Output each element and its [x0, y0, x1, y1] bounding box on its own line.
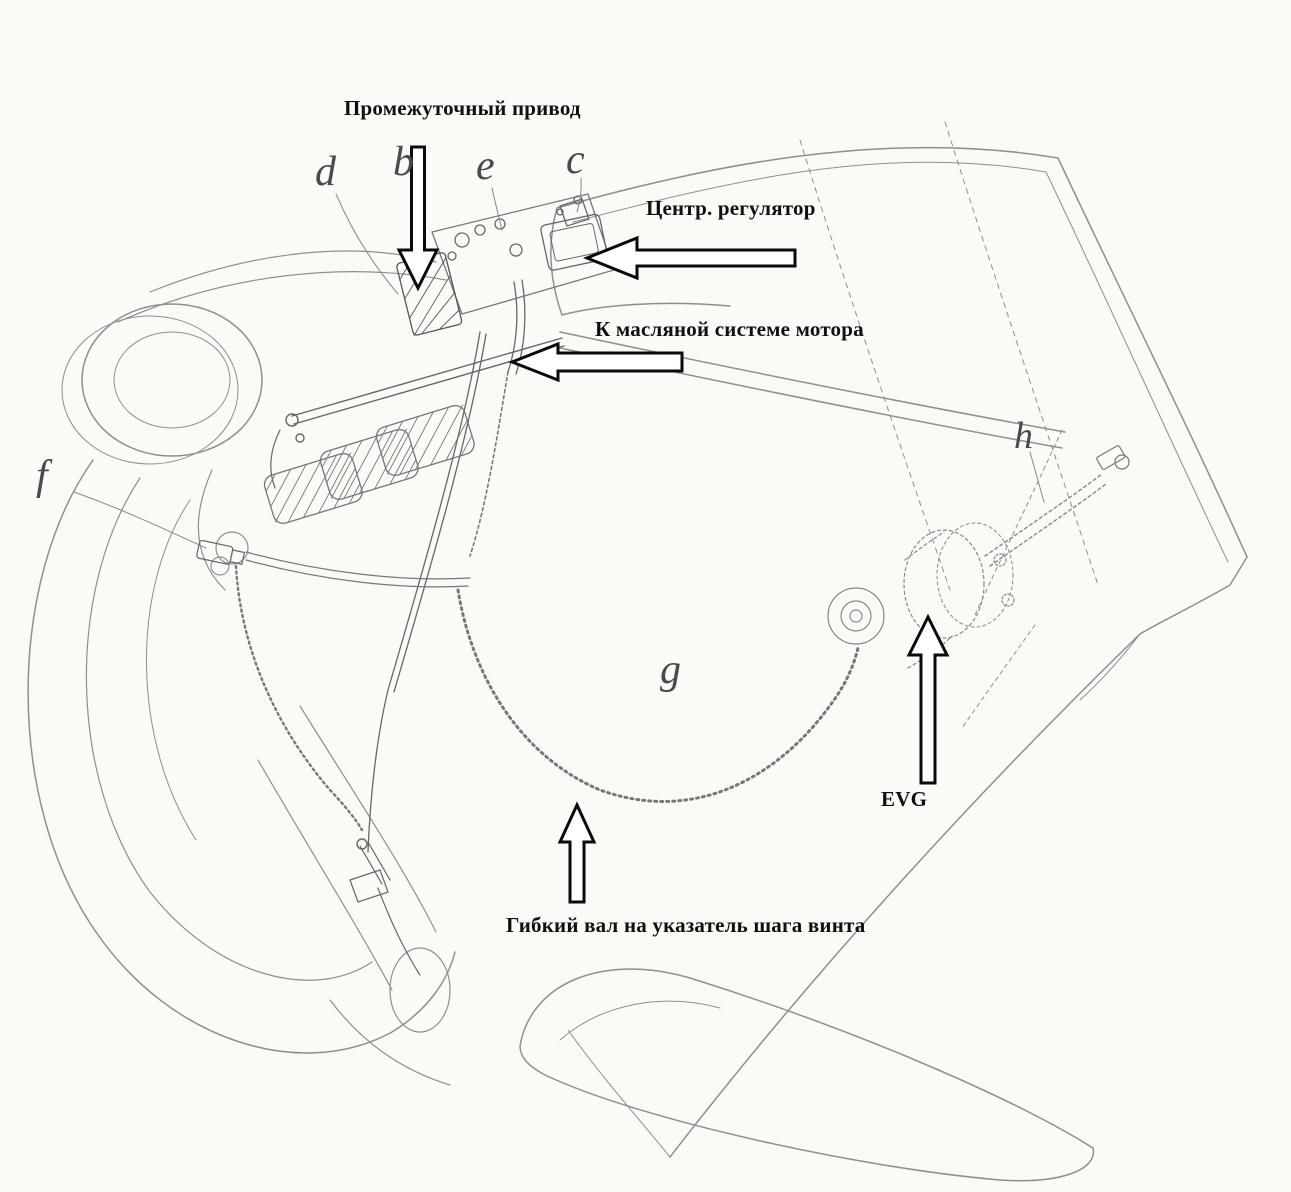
arrow-flexible-shaft-icon	[557, 801, 597, 904]
arrow-oil-system-icon	[507, 341, 684, 383]
label-flexible-shaft: Гибкий вал на указатель шага винта	[506, 913, 866, 937]
label-intermediate-drive: Промежуточный привод	[344, 96, 581, 120]
leader-lines	[335, 177, 1045, 503]
part-label-g: g	[660, 647, 681, 693]
part-label-f: f	[36, 453, 48, 499]
arrow-intermediate-drive-icon	[396, 145, 440, 292]
arrow-central-governor-icon	[582, 235, 797, 281]
control-linkage	[270, 331, 565, 976]
part-label-c: c	[566, 137, 585, 183]
part-label-e: e	[476, 143, 495, 189]
flexible-shaft-g	[456, 588, 860, 803]
cylinder-bank-covers	[263, 404, 475, 524]
engine-crankcase-slab	[550, 121, 1248, 1158]
supercharger-and-intake	[27, 250, 456, 1086]
evg-unit	[827, 445, 1130, 669]
arrow-evg-icon	[906, 613, 950, 785]
shaft-f	[73, 491, 471, 832]
part-label-d: d	[315, 149, 336, 195]
governor-assembly	[396, 193, 615, 557]
part-label-b: b	[393, 139, 414, 185]
label-evg: EVG	[881, 787, 928, 811]
oil-pan	[519, 968, 1095, 1182]
label-central-governor: Центр. регулятор	[646, 196, 816, 220]
part-label-h: h	[1014, 415, 1033, 457]
label-oil-system: К масляной системе мотора	[595, 317, 864, 341]
